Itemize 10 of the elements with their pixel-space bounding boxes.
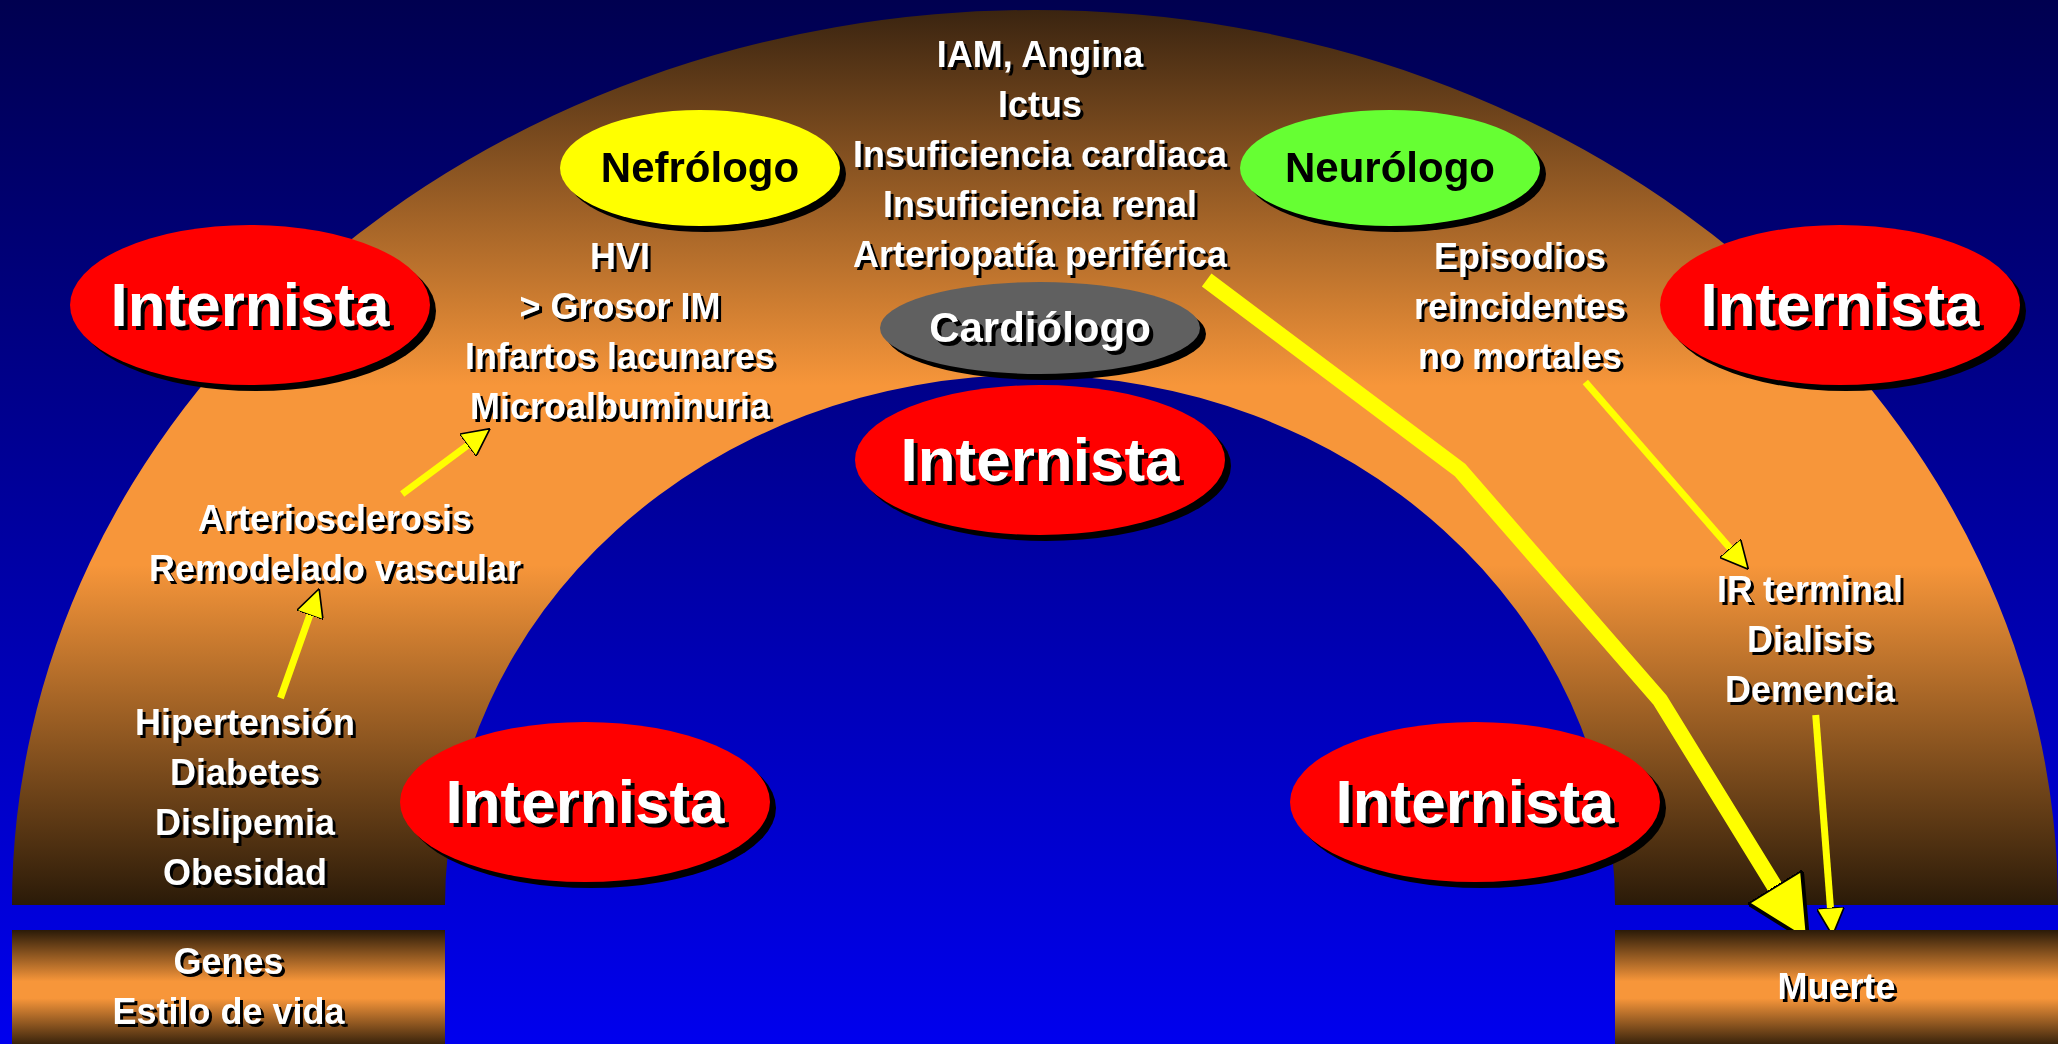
condition-list: Arteriosclerosis Remodelado vascular: [110, 494, 560, 594]
base-bar: Muerte: [1615, 930, 2058, 1044]
condition-list: Episodios reincidentes no mortales: [1400, 232, 1640, 382]
arrow: [277, 587, 324, 700]
condition-list: Hipertensión Diabetes Dislipemia Obesidad: [110, 698, 380, 898]
arrow: [1582, 379, 1750, 571]
condition-list: IR terminal Dialisis Demencia: [1690, 565, 1930, 715]
base-bar: Genes Estilo de vida: [12, 930, 445, 1044]
arrow: [400, 427, 491, 497]
condition-list: HVI > Grosor IM Infartos lacunares Microalbuminuria: [450, 232, 790, 432]
